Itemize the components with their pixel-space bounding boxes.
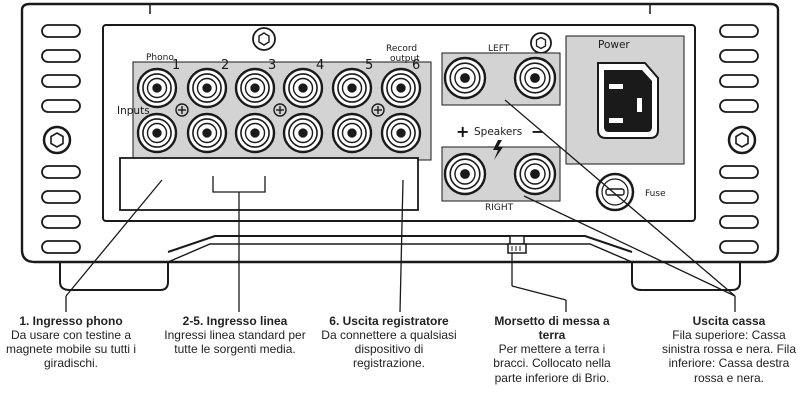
rca-jack-top-6[interactable]: [380, 67, 422, 109]
inputs-label: Inputs: [117, 105, 150, 117]
callout-ground: Morsetto di messa a terra Per mettere a …: [482, 314, 622, 385]
leader-lines: [65, 99, 736, 313]
callout-title: 2-5. Ingresso linea: [182, 314, 288, 328]
left-label: LEFT: [488, 44, 510, 54]
speaker-left-negative-terminal[interactable]: [513, 56, 557, 100]
rca-jack-top-3[interactable]: [234, 67, 276, 109]
minus-sign: −: [531, 122, 544, 141]
callout-description: Fila superiore: Cassa sinistra rossa e n…: [661, 328, 797, 385]
rca-jack-top-4[interactable]: [282, 67, 324, 109]
power-label: Power: [598, 39, 630, 51]
rca-jack-bottom-1[interactable]: [136, 112, 178, 154]
callout-description: Da usare con testine a magnete mobile su…: [5, 328, 137, 371]
right-vent-slots: [719, 24, 759, 254]
rca-jack-top-1[interactable]: [136, 67, 178, 109]
rca-jacks: [136, 67, 422, 154]
speakers-label: Speakers: [474, 126, 522, 138]
callout-title: 6. Uscita registratore: [329, 314, 449, 328]
speaker-right-positive-terminal[interactable]: [443, 152, 487, 196]
jack-number-2: 2: [221, 58, 229, 73]
callout-line-inputs: 2-5. Ingresso linea Ingressi linea stand…: [160, 314, 310, 356]
left-vent-slots: [41, 24, 81, 254]
jack-number-3: 3: [268, 58, 276, 73]
callout-title: Morsetto di messa a terra: [494, 314, 610, 343]
fuse-label: Fuse: [645, 189, 666, 199]
jack-number-1: 1: [172, 58, 180, 73]
speaker-terminals: [443, 56, 557, 196]
speaker-right-negative-terminal[interactable]: [513, 152, 557, 196]
left-screw-icon: [42, 125, 72, 155]
callout-speaker-output: Uscita cassa Fila superiore: Cassa sinis…: [660, 314, 798, 385]
callout-description: Ingressi linea standard per tutte le sor…: [164, 328, 306, 357]
right-label: RIGHT: [485, 203, 514, 213]
output-label: output: [390, 54, 420, 64]
speaker-screw-icon: [530, 32, 552, 54]
callout-description: Da connettere a qualsiasi dispositivo di…: [321, 328, 457, 371]
rca-jack-top-2[interactable]: [186, 67, 228, 109]
ground-terminal-icon: [507, 235, 527, 254]
rca-jack-bottom-2[interactable]: [186, 112, 228, 154]
callout-record-output: 6. Uscita registratore Da connettere a q…: [318, 314, 460, 371]
jack-number-5: 5: [365, 58, 373, 73]
rca-jack-bottom-6[interactable]: [380, 112, 422, 154]
plus-screw-icon: [175, 103, 385, 117]
phono-label: Phono: [146, 53, 174, 63]
jack-number-6: 6: [412, 58, 420, 73]
label-strip: [119, 157, 419, 211]
lightning-icon: [493, 140, 503, 160]
callout-title: Uscita cassa: [692, 314, 766, 328]
jack-number-4: 4: [316, 58, 324, 73]
rca-jack-bottom-3[interactable]: [234, 112, 276, 154]
speaker-left-positive-terminal[interactable]: [443, 56, 487, 100]
callout-phono: 1. Ingresso phono Da usare con testine a…: [2, 314, 140, 371]
record-label: Record: [386, 44, 417, 54]
rca-jack-bottom-5[interactable]: [331, 112, 373, 154]
callout-title: 1. Ingresso phono: [19, 314, 123, 328]
callout-description: Per mettere a terra i bracci. Collocato …: [493, 342, 611, 385]
right-screw-icon: [727, 125, 757, 155]
plus-sign: +: [456, 122, 469, 141]
rca-jack-top-5[interactable]: [331, 67, 373, 109]
top-screw-icon: [252, 27, 276, 51]
rca-jack-bottom-4[interactable]: [282, 112, 324, 154]
power-inlet-icon: [597, 62, 659, 139]
